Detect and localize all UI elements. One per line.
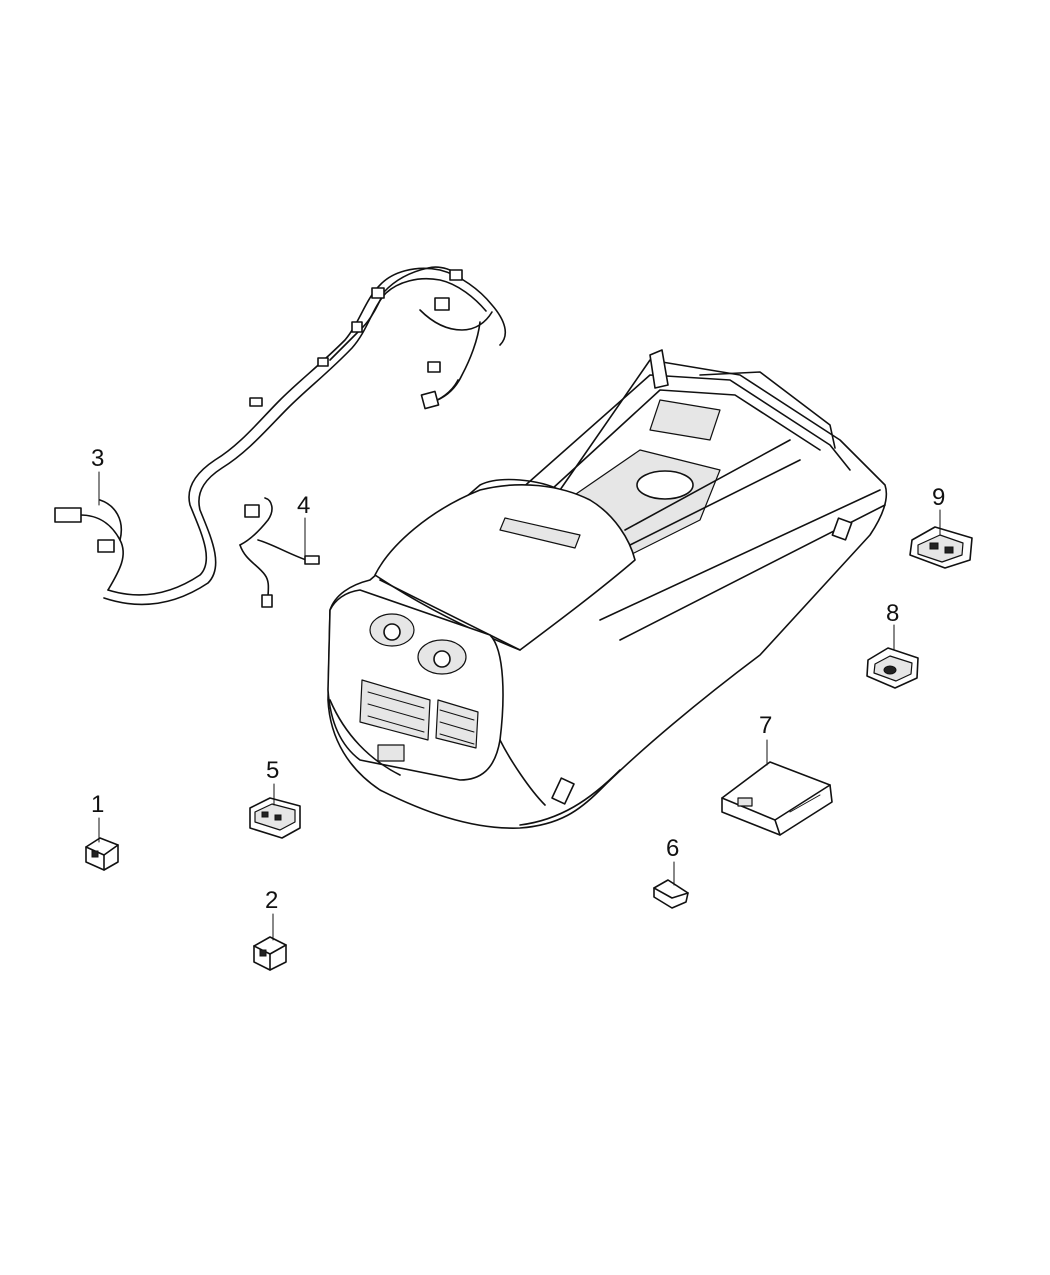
part-6-clip[interactable] [653,879,689,909]
part-5-switch-bank[interactable] [249,797,301,839]
center-console-assembly [327,349,888,829]
callout-7-number: 7 [759,712,772,739]
part-4-jumper-harness[interactable] [239,497,320,608]
part-2-connector[interactable] [253,936,287,971]
callout-9-number: 9 [932,484,945,511]
callout-6-number: 6 [666,835,679,862]
wiring-harness-main[interactable] [54,266,507,606]
callout-5-number: 5 [266,757,279,784]
part-9-usb-port-module[interactable] [909,526,973,569]
part-8-power-outlet[interactable] [866,647,919,689]
callout-1-number: 1 [91,791,104,818]
callout-3-number: 3 [91,445,104,472]
callout-8-number: 8 [886,600,899,627]
part-1-connector[interactable] [85,837,119,871]
part-7-control-module[interactable] [721,761,833,836]
callout-2-number: 2 [265,887,278,914]
callout-4-number: 4 [297,492,310,519]
